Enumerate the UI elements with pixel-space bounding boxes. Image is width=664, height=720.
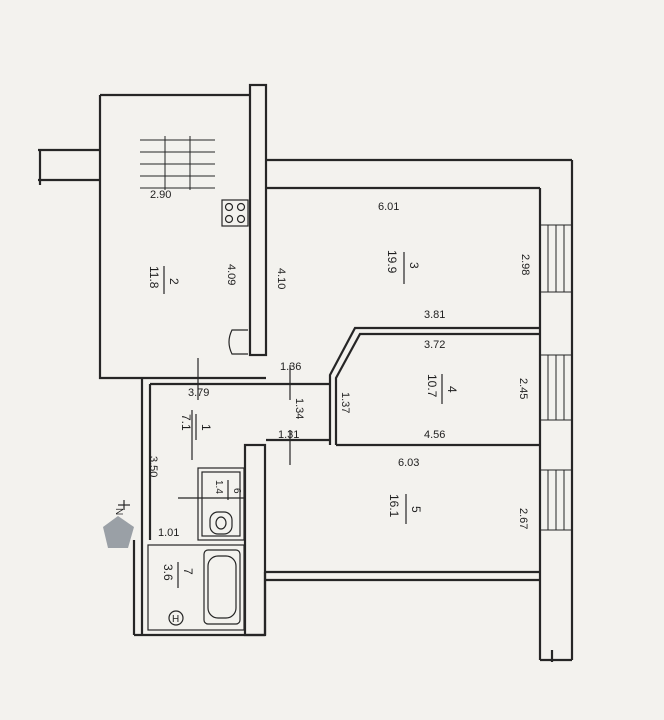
north-label: N [113,508,124,515]
dimension-labels: 2.90 6.01 2.98 4.09 4.10 3.81 3.72 2.45 … [147,189,531,539]
room-2-number: 2 [167,278,181,285]
dim-4-56: 4.56 [424,429,445,441]
sink-fixture [228,329,248,355]
room-3-number: 3 [407,262,421,269]
bathtub-fixture [203,549,241,625]
room-6-area: 1.4 [213,480,224,494]
dim-4-10: 4.10 [275,268,287,289]
room-7-area: 3.6 [161,564,175,581]
dim-2-67: 2.67 [517,508,529,529]
dim-2-45: 2.45 [517,378,529,399]
room-5-number: 5 [409,506,423,513]
room-labels: 2 11.8 3 19.9 4 10.7 1 7.1 5 16.1 6 1.4 … [147,250,459,588]
window-hatch-bottom [540,469,572,531]
dim-6-01: 6.01 [378,201,399,213]
dim-2-90: 2.90 [150,189,171,201]
dim-1-01: 1.01 [158,527,179,539]
room-1-number: 1 [199,424,213,431]
room-3-area: 19.9 [385,250,399,274]
dim-1-36: 1.36 [280,361,301,373]
room-7-number: 7 [181,568,195,575]
walls: H [38,83,574,662]
dim-1-31: 1.31 [278,429,299,441]
dim-1-37: 1.37 [339,392,351,413]
room-4-number: 4 [445,386,459,393]
stove-fixture [221,199,249,227]
room-4-area: 10.7 [425,374,439,398]
room-5-area: 16.1 [387,494,401,518]
dim-3-81: 3.81 [424,309,445,321]
room-6-number: 6 [231,488,242,494]
dim-3-50: 3.50 [147,456,159,477]
dim-4-09: 4.09 [225,264,237,285]
dim-3-79: 3.79 [188,387,209,399]
room-1-area: 7.1 [179,414,193,431]
room-2-area: 11.8 [147,266,161,289]
north-arrow: N [113,500,130,515]
window-hatch-middle [540,354,572,421]
dim-1-34: 1.34 [293,398,305,419]
dim-2-98: 2.98 [519,254,531,275]
heater-symbol [168,610,184,626]
heater-label: H [172,614,179,625]
dim-6-03: 6.03 [398,457,419,469]
toilet-fixture [209,511,233,535]
stairs-hatch [140,136,215,190]
window-hatch-top [540,224,572,293]
dim-3-72: 3.72 [424,339,445,351]
entrance-marker [103,516,134,548]
